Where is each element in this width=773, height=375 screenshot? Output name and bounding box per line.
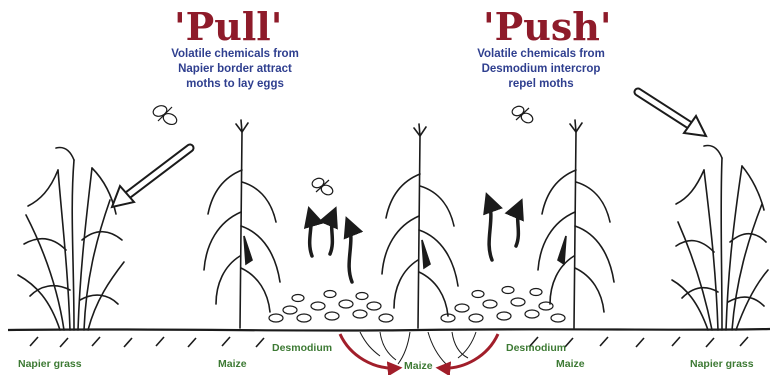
maize-plant-center bbox=[382, 124, 458, 328]
label-napier-grass-left: Napier grass bbox=[18, 359, 82, 370]
label-desmodium-left: Desmodium bbox=[272, 343, 332, 354]
repel-arrow-icon bbox=[638, 92, 706, 136]
push-heading: 'Push' bbox=[483, 8, 612, 46]
soil-hatching bbox=[30, 337, 748, 347]
pull-caption-line: Napier border attract bbox=[150, 62, 320, 77]
root-arrow-left-icon bbox=[340, 334, 398, 368]
maize-plant-right bbox=[538, 120, 614, 328]
push-caption-line: Volatile chemicals from bbox=[456, 47, 626, 62]
moth-icon bbox=[311, 177, 335, 197]
pull-heading: 'Pull' bbox=[174, 8, 282, 46]
label-napier-grass-right: Napier grass bbox=[690, 359, 754, 370]
napier-grass-left bbox=[18, 148, 124, 331]
desmodium-left bbox=[269, 291, 393, 323]
pull-caption: Volatile chemicals from Napier border at… bbox=[150, 47, 320, 92]
ground-line bbox=[8, 329, 770, 331]
volatile-arrows-left bbox=[310, 212, 352, 282]
volatile-arrows-right bbox=[488, 198, 520, 260]
pull-caption-line: Volatile chemicals from bbox=[150, 47, 320, 62]
maize-plant-left bbox=[204, 120, 280, 328]
label-maize-right: Maize bbox=[556, 359, 585, 370]
root-arrow-right-icon bbox=[440, 334, 498, 368]
pull-caption-line: moths to lay eggs bbox=[150, 77, 320, 92]
label-desmodium-right: Desmodium bbox=[506, 343, 566, 354]
push-caption-line: Desmodium intercrop bbox=[456, 62, 626, 77]
label-maize-center: Maize bbox=[404, 361, 433, 372]
moth-icon bbox=[511, 105, 535, 125]
push-caption: Volatile chemicals from Desmodium interc… bbox=[456, 47, 626, 92]
pull-arrow-icon bbox=[112, 148, 190, 207]
label-maize-left: Maize bbox=[218, 359, 247, 370]
moth-icon bbox=[152, 104, 179, 127]
push-caption-line: repel moths bbox=[456, 77, 626, 92]
desmodium-right bbox=[441, 287, 565, 323]
napier-grass-right bbox=[672, 146, 768, 331]
